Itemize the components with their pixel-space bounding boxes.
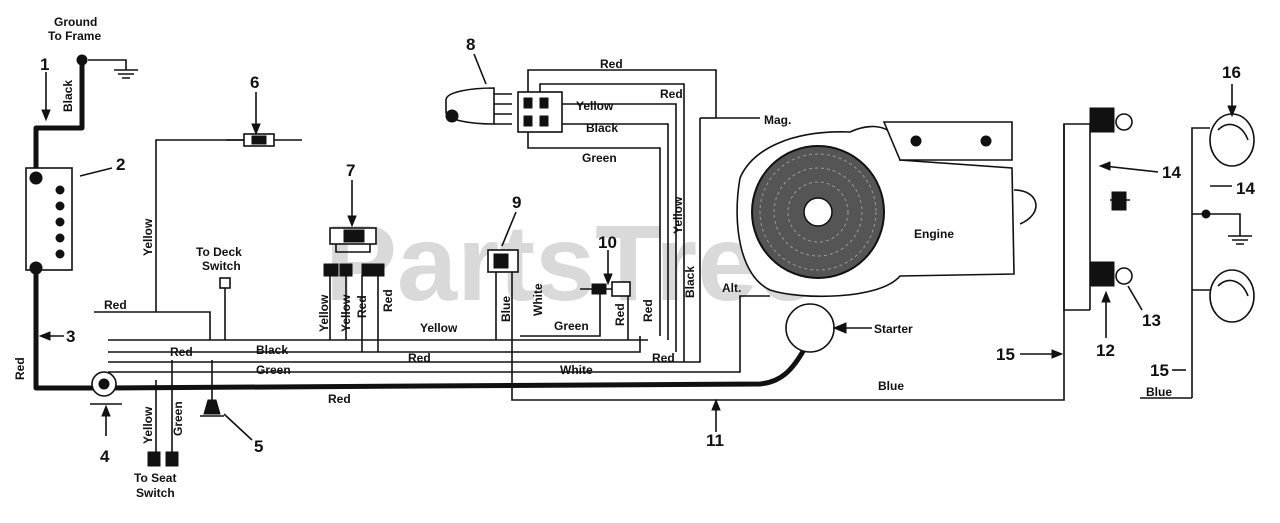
wire-label-yellow-sol-1: Yellow — [317, 294, 331, 332]
light-socket-upper — [1089, 107, 1133, 133]
wire-label-red-battery: Red — [13, 357, 27, 380]
ground-mid-14 — [1111, 191, 1127, 211]
wire-label-yellow-seat: Yellow — [141, 406, 155, 444]
callout-4: 4 — [100, 447, 110, 466]
wire-label-yellow-sol-2: Yellow — [339, 294, 353, 332]
wire-label-red-main: Red — [328, 392, 351, 406]
label-starter: Starter — [874, 322, 913, 336]
wire-label-blue-9: Blue — [499, 296, 513, 322]
solenoid-7 — [323, 227, 385, 277]
callout-3: 3 — [66, 327, 75, 346]
label-engine: Engine — [914, 227, 954, 241]
headlight-upper — [1209, 113, 1255, 167]
wire-label-white-lower: White — [560, 363, 593, 377]
wire-label-yellow-mid: Yellow — [420, 321, 458, 335]
wire-label-red-top: Red — [600, 57, 623, 71]
switch-5 — [200, 399, 224, 417]
wire-label-black-ground: Black — [61, 80, 75, 112]
wire-label-red-sol-2: Red — [381, 289, 395, 312]
callout-12: 12 — [1096, 341, 1115, 360]
ground-symbol-right — [1201, 209, 1252, 245]
label-ground-1: Ground — [54, 15, 97, 29]
label-ground-2: To Frame — [48, 29, 101, 43]
fuse-6 — [226, 133, 302, 147]
callout-6: 6 — [250, 73, 259, 92]
watermark: PartsTree TM — [325, 202, 943, 323]
wire-label-red-top-left: Red — [104, 298, 127, 312]
label-seat-1: To Seat — [134, 471, 176, 485]
component-labels: Ground To Frame To Deck Switch To Seat S… — [48, 15, 954, 500]
wire-label-black-vert: Black — [683, 266, 697, 298]
wire-label-blue-16: Blue — [1146, 385, 1172, 399]
wire-label-red-top2: Red — [660, 87, 683, 101]
ground-symbol-top — [76, 54, 138, 79]
key-switch-connector — [90, 371, 122, 405]
label-mag: Mag. — [764, 113, 791, 127]
wire-label-red-mid: Red — [408, 351, 431, 365]
callout-10: 10 — [598, 233, 617, 252]
wire-label-blue-main: Blue — [878, 379, 904, 393]
callout-1: 1 — [40, 55, 49, 74]
label-deck-1: To Deck — [196, 245, 242, 259]
wire-label-green-sw: Green — [582, 151, 617, 165]
wire-label-green-harness: Green — [256, 363, 291, 377]
callout-9: 9 — [512, 193, 521, 212]
wire-label-red-mid-left: Red — [170, 345, 193, 359]
callout-15b: 15 — [1150, 361, 1169, 380]
callout-15a: 15 — [996, 345, 1015, 364]
wire-label-red-sol-1: Red — [355, 295, 369, 318]
callout-7: 7 — [346, 161, 355, 180]
wire-label-red-10a: Red — [613, 303, 627, 326]
wire-label-red-10b: Red — [641, 299, 655, 322]
label-alt: Alt. — [722, 281, 741, 295]
callout-5: 5 — [254, 437, 263, 456]
ignition-switch — [445, 87, 563, 133]
wire-label-yellow-vert: Yellow — [671, 196, 685, 234]
wire-label-green-10: Green — [554, 319, 589, 333]
watermark-text: PartsTree — [325, 202, 817, 323]
wire-label-black-harness: Black — [256, 343, 288, 357]
callout-14b: 14 — [1236, 179, 1255, 198]
headlight-lower — [1209, 269, 1255, 323]
callout-leaders — [38, 53, 1237, 441]
deck-switch-terminal — [219, 277, 231, 289]
callout-14a: 14 — [1162, 163, 1181, 182]
callout-numbers: 1 2 3 4 5 6 7 8 9 10 11 12 13 14 14 15 1… — [40, 35, 1255, 466]
main-red-cable — [97, 343, 809, 391]
light-socket-lower — [1089, 261, 1133, 287]
wire-labels: Black Red Yellow Red Red Black Green Red… — [13, 57, 1172, 444]
diode-10 — [580, 281, 631, 297]
starter-motor — [785, 303, 872, 353]
wire-label-white-9: White — [531, 283, 545, 316]
callout-2: 2 — [116, 155, 125, 174]
wire-label-red-lower: Red — [652, 351, 675, 365]
wire-label-yellow-sw: Yellow — [576, 99, 614, 113]
wire-label-yellow-left: Yellow — [141, 218, 155, 256]
ground-wire — [33, 57, 85, 171]
label-seat-2: Switch — [136, 486, 175, 500]
engine — [736, 121, 1037, 298]
seat-switch-plug — [147, 451, 179, 467]
callout-13: 13 — [1142, 311, 1161, 330]
battery-red-wire — [33, 267, 103, 391]
battery — [25, 167, 73, 275]
relay-9 — [487, 249, 519, 273]
callout-8: 8 — [466, 35, 475, 54]
callout-11: 11 — [706, 431, 724, 450]
wire-label-black-sw: Black — [586, 121, 618, 135]
wire-label-green-seat: Green — [171, 401, 185, 436]
label-deck-2: Switch — [202, 259, 241, 273]
callout-16: 16 — [1222, 63, 1241, 82]
